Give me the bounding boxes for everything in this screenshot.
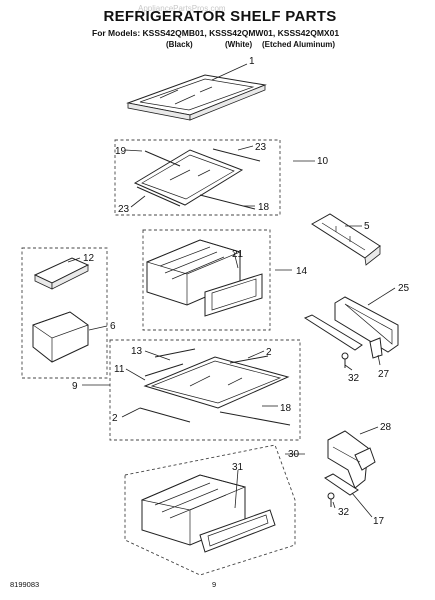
variant-white: (White) <box>225 40 253 49</box>
callout-23b: 23 <box>118 204 130 215</box>
door-rail-5 <box>311 213 381 266</box>
page-title: REFRIGERATOR SHELF PARTS <box>103 8 337 25</box>
shelf-bracket-28 <box>324 430 376 507</box>
callout-23a: 23 <box>255 142 267 153</box>
callout-12: 12 <box>83 253 95 264</box>
watermark: AppliancePartsPros.com <box>138 4 226 13</box>
callout-28: 28 <box>380 422 392 433</box>
callout-1: 1 <box>249 56 255 67</box>
callout-25: 25 <box>398 283 410 294</box>
dairy-bin-assembly-6 <box>21 247 108 379</box>
glass-shelf-top <box>126 74 267 121</box>
callout-9: 9 <box>72 381 78 392</box>
callout-2a: 2 <box>266 347 272 358</box>
callout-numbers: 1 19 23 10 23 18 5 12 21 14 25 6 13 2 11… <box>72 56 410 527</box>
shelf-assembly-9 <box>109 339 301 441</box>
callout-17: 17 <box>373 516 385 527</box>
callout-27: 27 <box>378 369 390 380</box>
callout-10: 10 <box>317 156 329 167</box>
callout-19: 19 <box>115 146 127 157</box>
callout-14: 14 <box>296 266 308 277</box>
callout-32a: 32 <box>348 373 360 384</box>
variant-black: (Black) <box>166 40 193 49</box>
callout-13: 13 <box>131 346 143 357</box>
callout-18b: 18 <box>280 403 292 414</box>
header: AppliancePartsPros.com REFRIGERATOR SHEL… <box>0 0 435 60</box>
document-number: 8199083 <box>10 580 40 589</box>
callout-6: 6 <box>110 321 116 332</box>
models-line: For Models: KSSS42QMB01, KSSS42QMW01, KS… <box>92 28 340 38</box>
crisper-drawer-assembly-14 <box>142 229 271 331</box>
shelf-assembly-10 <box>114 139 281 216</box>
callout-11: 11 <box>114 364 125 375</box>
callout-5: 5 <box>364 221 370 232</box>
shelf-bracket-25 <box>303 296 399 368</box>
callout-18a: 18 <box>258 202 270 213</box>
leader-lines <box>67 63 396 518</box>
variant-aluminum: (Etched Aluminum) <box>262 40 336 49</box>
crisper-drawer-assembly-30 <box>124 444 296 576</box>
callout-31: 31 <box>232 462 244 473</box>
page-number: 9 <box>212 580 217 589</box>
callout-21: 21 <box>232 249 244 260</box>
callout-32b: 32 <box>338 507 350 518</box>
callout-30: 30 <box>288 449 300 460</box>
callout-2b: 2 <box>112 413 118 424</box>
